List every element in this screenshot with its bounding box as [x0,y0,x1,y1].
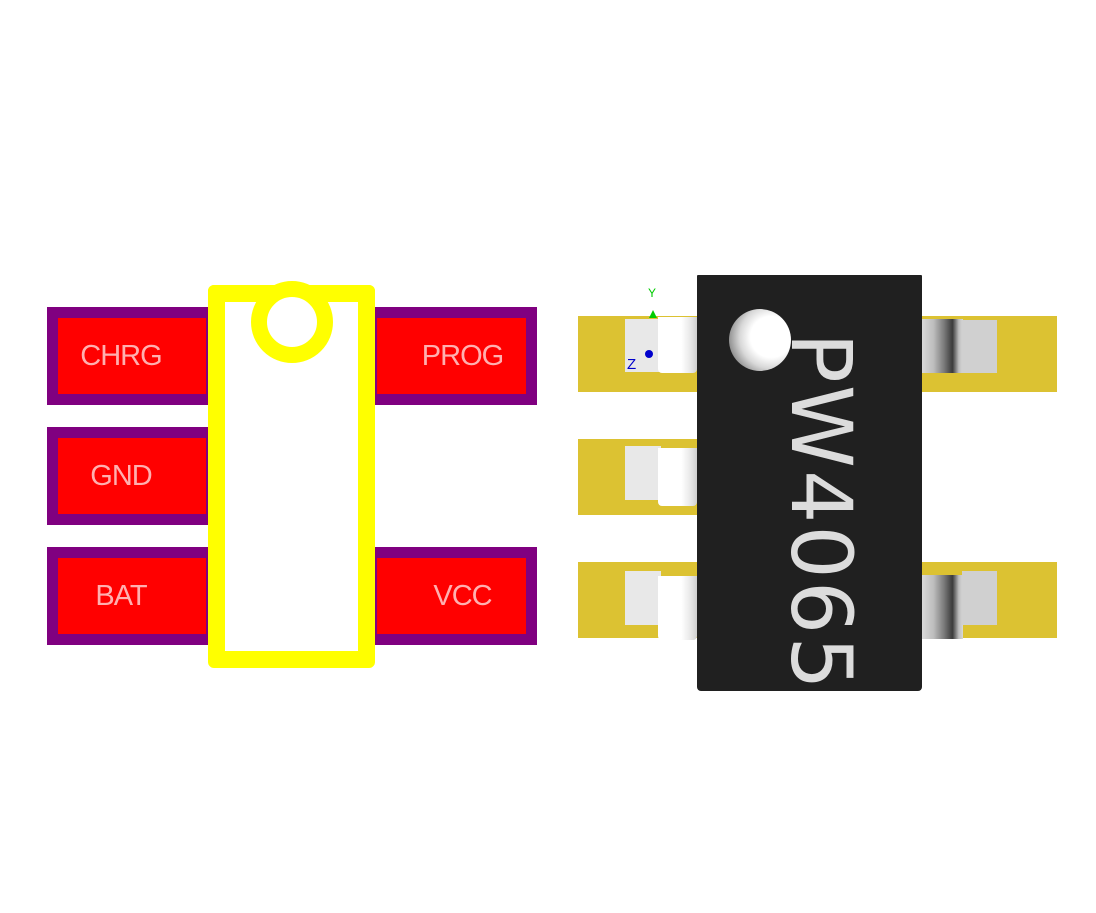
lead-bend-pin4 [921,575,963,639]
lead-foot-pin1 [625,319,661,372]
part-marking: PW4065 [772,332,870,692]
axis-z-label: Z [627,356,637,373]
pad-bat[interactable]: BAT [47,547,217,645]
lead-foot-pin5 [962,320,997,373]
pad-label-chrg: CHRG [80,339,162,372]
pad-label-prog: PROG [421,339,504,372]
lead-bend-pin2 [658,448,697,506]
lead-foot-pin3 [625,571,661,625]
lead-bend-pin1 [658,317,697,373]
pin1-notch-icon [251,281,333,363]
pad-gnd[interactable]: GND [47,427,217,525]
lead-foot-pin2 [625,446,661,500]
pin1-indicator-icon [729,309,791,371]
pad-vcc[interactable]: VCC [366,547,537,645]
axis-y-label: Y [648,286,657,300]
pad-label-vcc: VCC [433,579,492,612]
pad-label-gnd: GND [90,459,152,492]
pad-label-bat: BAT [95,579,147,612]
pad-chrg[interactable]: CHRG [47,307,217,405]
lead-bend-pin3 [658,576,697,640]
axis-y-arrow-icon [649,310,657,318]
lead-bend-pin5 [921,319,963,373]
lead-foot-pin4 [962,571,997,625]
pad-prog[interactable]: PROG [366,307,537,405]
axis-z-dot-icon [645,350,653,358]
